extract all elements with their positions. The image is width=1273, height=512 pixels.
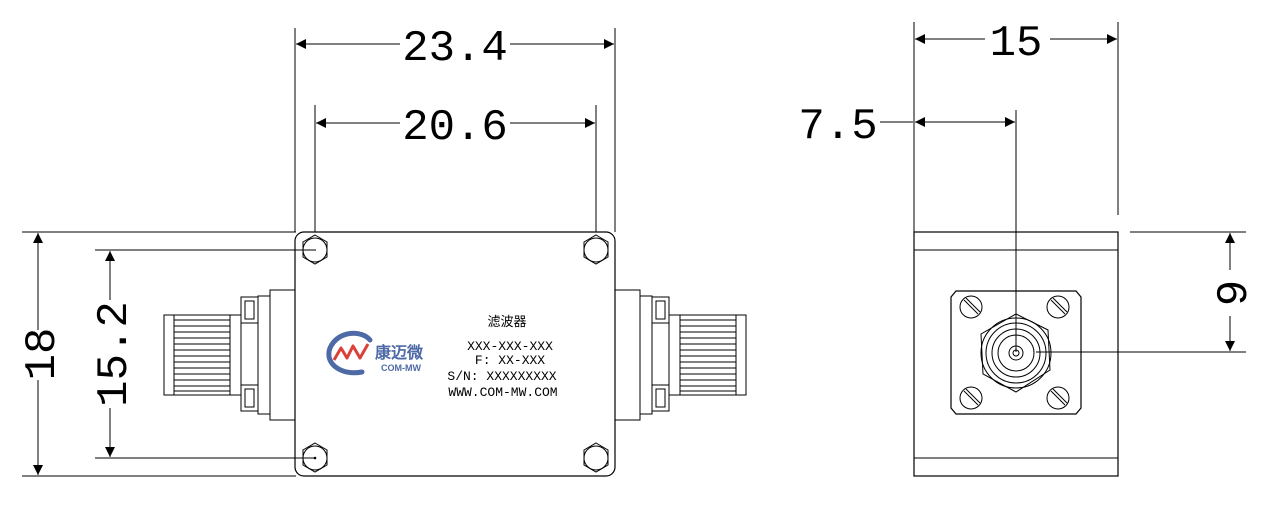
coax-connector-face — [980, 313, 1052, 393]
flange-screw-bottom-right — [1046, 386, 1070, 410]
logo-chinese-name: 康迈微 — [375, 343, 424, 362]
serial-number: S/N: XXXXXXXXX — [447, 369, 556, 384]
mounting-hole-top-left — [302, 234, 328, 265]
front-view: 23.4 20.6 18 15.2 — [18, 24, 747, 477]
company-logo: 康迈微 COM-MW — [326, 330, 424, 376]
dim-side-width: 15 — [915, 19, 1117, 69]
dim-connector-offset: 9 — [1210, 233, 1260, 351]
dim-overall-width-text: 23.4 — [402, 24, 508, 74]
product-label: 滤波器 XXX-XXX-XXX F: XX-XXX S/N: XXXXXXXXX… — [447, 315, 557, 400]
product-name: 滤波器 — [487, 315, 526, 330]
logo-english-name: COM-MW — [381, 363, 421, 373]
dim-overall-height: 18 — [18, 233, 68, 475]
flange-screw-top-left — [959, 295, 983, 319]
logo-swoosh-icon — [326, 330, 373, 376]
side-view: 15 7.5 9 — [798, 19, 1260, 477]
dim-overall-width: 23.4 — [296, 24, 614, 74]
mounting-hole-bottom-right — [583, 442, 609, 473]
right-connector — [614, 289, 747, 421]
dim-hole-spacing-x: 20.6 — [316, 103, 595, 153]
dim-hole-spacing-y: 15.2 — [90, 251, 140, 457]
mounting-hole-top-right — [583, 234, 609, 265]
side-body — [913, 231, 1119, 477]
flange-screw-top-right — [1046, 295, 1070, 319]
dim-hole-spacing-x-text: 20.6 — [402, 103, 508, 153]
dim-hole-spacing-y-text: 15.2 — [90, 301, 140, 407]
logo-mw-mark-icon — [332, 343, 370, 361]
left-connector — [163, 289, 296, 421]
mounting-hole-bottom-left — [302, 442, 328, 473]
frequency-range: F: XX-XXX — [475, 353, 545, 368]
website: WWW.COM-MW.COM — [448, 385, 557, 400]
dim-connector-offset-text: 9 — [1210, 280, 1260, 306]
model-number: XXX-XXX-XXX — [467, 339, 553, 354]
dim-side-center-text: 7.5 — [798, 102, 877, 152]
dim-side-center: 7.5 — [798, 102, 1015, 152]
dim-overall-height-text: 18 — [18, 328, 68, 381]
flange-screw-bottom-left — [959, 386, 983, 410]
connector-flange — [950, 290, 1082, 415]
dim-side-width-text: 15 — [990, 19, 1043, 69]
